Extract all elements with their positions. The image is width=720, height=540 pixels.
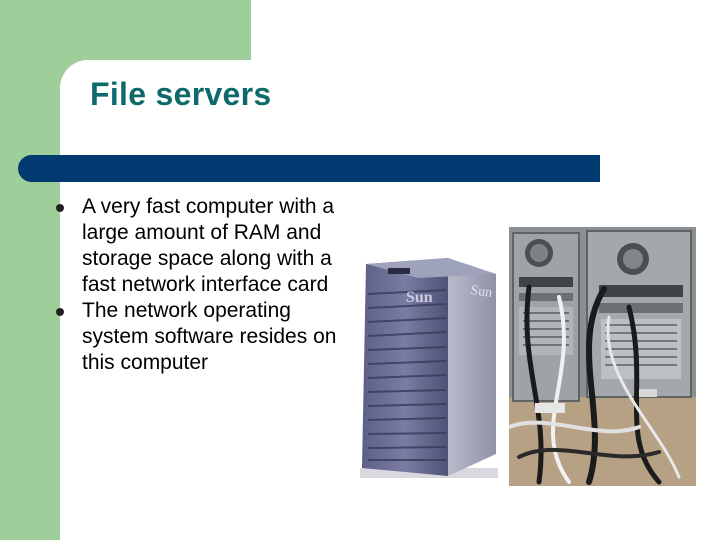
- decor-green-left: [0, 0, 60, 540]
- sun-server-image: Sun Sun: [360, 258, 498, 478]
- title-underline-bar: [18, 155, 600, 182]
- bullet-dot-icon: [56, 204, 64, 212]
- svg-text:Sun: Sun: [469, 283, 493, 301]
- bullet-list: A very fast computer with a large amount…: [56, 194, 356, 376]
- sun-logo-text: Sun: [406, 289, 433, 306]
- slide-title: File servers: [90, 76, 272, 112]
- bullet-dot-icon: [56, 308, 64, 316]
- bullet-item: A very fast computer with a large amount…: [56, 194, 356, 298]
- pc-back-cables-image: [509, 227, 696, 486]
- bullet-text: A very fast computer with a large amount…: [82, 195, 335, 296]
- bullet-text: The network operating system software re…: [82, 299, 337, 374]
- bullet-item: The network operating system software re…: [56, 298, 356, 376]
